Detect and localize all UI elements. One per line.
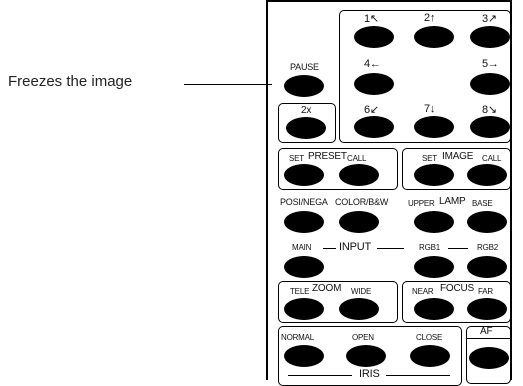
image-call-label: CALL <box>482 154 502 163</box>
iris-close-label: CLOSE <box>416 333 443 342</box>
direction-1-button[interactable] <box>354 26 394 48</box>
preset-group <box>278 148 398 190</box>
focus-far-button[interactable] <box>467 298 507 320</box>
iris-open-button[interactable] <box>346 345 386 367</box>
input-rgb2-button[interactable] <box>467 256 507 278</box>
lamp-label: LAMP <box>439 196 466 207</box>
af-divider <box>466 338 511 339</box>
preset-set-button[interactable] <box>284 164 324 186</box>
af-button[interactable] <box>469 347 509 369</box>
iris-line-right <box>386 375 450 376</box>
direction-7-button[interactable] <box>414 116 454 138</box>
direction-pad-group <box>339 10 511 143</box>
preset-call-label: CALL <box>347 154 367 163</box>
image-set-button[interactable] <box>414 164 454 186</box>
direction-8-button[interactable] <box>470 116 510 138</box>
pause-label: PAUSE <box>290 62 319 72</box>
input-rgb1-button[interactable] <box>414 256 454 278</box>
direction-5-button[interactable] <box>470 73 510 95</box>
dir-1-label: 1↖ <box>364 13 379 25</box>
direction-3-button[interactable] <box>470 26 510 48</box>
zoom-2x-label: 2x <box>301 105 312 116</box>
focus-near-button[interactable] <box>414 298 454 320</box>
colorbw-button[interactable] <box>339 211 379 233</box>
input-main-button[interactable] <box>284 256 324 278</box>
dir-7-label: 7↓ <box>424 103 436 115</box>
image-label: IMAGE <box>442 151 474 162</box>
dir-4-label: 4← <box>364 58 381 70</box>
focus-label: FOCUS <box>440 283 475 294</box>
input-line-right <box>448 248 468 249</box>
dir-2-label: 2↑ <box>424 12 436 24</box>
image-set-label: SET <box>422 154 437 163</box>
dir-8-label: 8↘ <box>482 104 497 116</box>
iris-normal-button[interactable] <box>284 345 324 367</box>
zoom-tele-label: TELE <box>290 287 310 296</box>
callout-leader-line <box>184 84 272 85</box>
iris-normal-label: NORMAL <box>281 333 315 342</box>
zoom-2x-button[interactable] <box>286 117 326 139</box>
colorbw-label: COLOR/B&W <box>335 197 389 207</box>
zoom-2x-group <box>278 103 336 143</box>
af-label: AF <box>480 326 493 337</box>
dir-6-label: 6↙ <box>364 104 379 116</box>
iris-label: IRIS <box>359 368 380 380</box>
preset-call-button[interactable] <box>339 164 379 186</box>
input-rgb2-label: RGB2 <box>477 243 498 252</box>
direction-6-button[interactable] <box>354 116 394 138</box>
focus-near-label: NEAR <box>412 287 434 296</box>
dir-3-label: 3↗ <box>482 13 497 25</box>
input-label: INPUT <box>339 241 372 253</box>
preset-set-label: SET <box>289 154 304 163</box>
iris-open-label: OPEN <box>352 333 374 342</box>
direction-2-button[interactable] <box>414 26 454 48</box>
preset-label: PRESET <box>308 151 347 162</box>
focus-group <box>402 281 511 323</box>
dir-5-label: 5→ <box>482 58 499 70</box>
zoom-group <box>278 281 398 323</box>
zoom-wide-button[interactable] <box>339 298 379 320</box>
zoom-wide-label: WIDE <box>351 287 372 296</box>
lamp-base-button[interactable] <box>467 211 507 233</box>
zoom-label: ZOOM <box>312 283 342 294</box>
iris-line-left <box>288 375 352 376</box>
posinega-label: POSI/NEGA <box>280 197 328 207</box>
remote-control-body: 1↖ 2↑ 3↗ 4← 5→ 6↙ 7↓ 8↘ PAUSE 2x SET PRE… <box>266 0 512 386</box>
input-rgb1-label: RGB1 <box>419 243 440 252</box>
lamp-base-label: BASE <box>472 199 493 208</box>
focus-far-label: FAR <box>478 287 493 296</box>
input-line-mid <box>377 248 404 249</box>
image-call-button[interactable] <box>467 164 507 186</box>
direction-4-button[interactable] <box>354 73 394 95</box>
input-line-left <box>323 248 336 249</box>
lamp-upper-label: UPPER <box>408 199 435 208</box>
callout-text: Freezes the image <box>8 73 133 90</box>
image-group <box>402 148 511 190</box>
lamp-upper-button[interactable] <box>414 211 454 233</box>
zoom-tele-button[interactable] <box>284 298 324 320</box>
iris-close-button[interactable] <box>410 345 450 367</box>
input-main-label: MAIN <box>292 243 312 252</box>
pause-button[interactable] <box>284 75 324 97</box>
posinega-button[interactable] <box>284 211 324 233</box>
